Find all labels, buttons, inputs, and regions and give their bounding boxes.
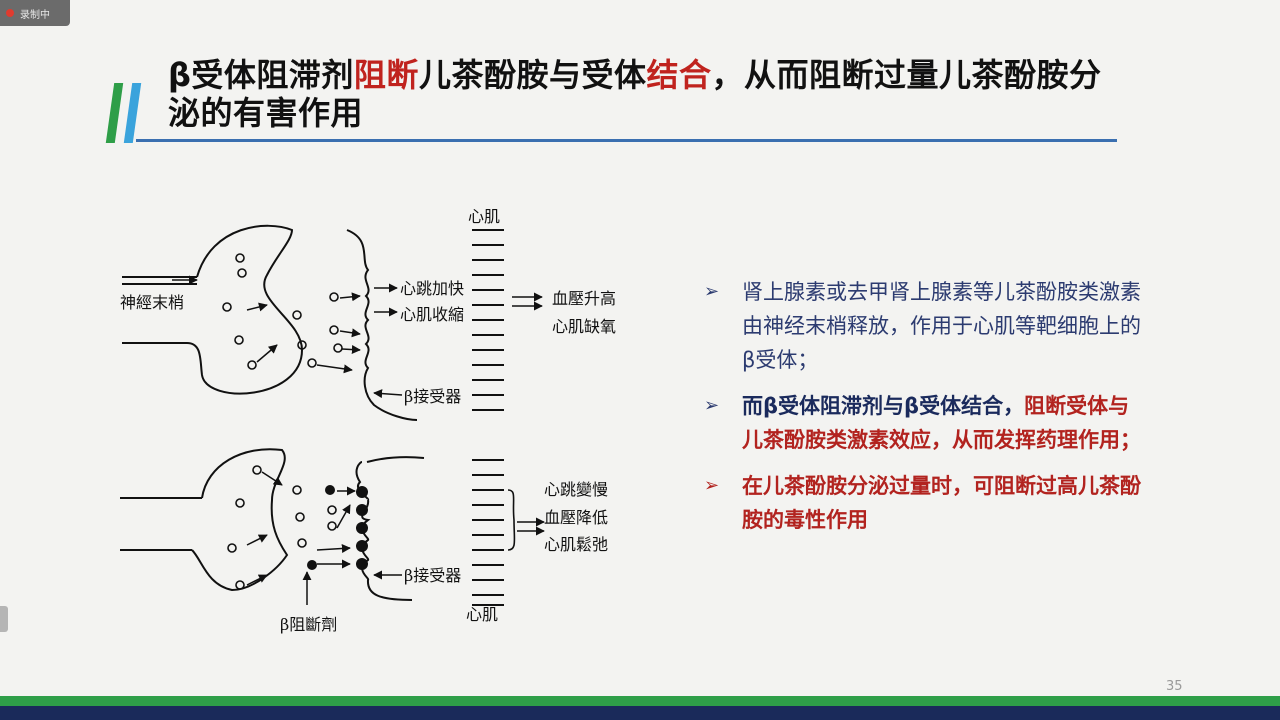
bullet-list: ➢ 肾上腺素或去甲肾上腺素等儿茶酚胺类激素由神经末梢释放，作用于心肌等靶细胞上的… bbox=[704, 275, 1144, 549]
bullet-item: ➢ 肾上腺素或去甲肾上腺素等儿茶酚胺类激素由神经末梢释放，作用于心肌等靶细胞上的… bbox=[704, 275, 1144, 377]
bullet-item: ➢ 而β受体阻滞剂与β受体结合，阻断受体与儿茶酚胺类激素效应，从而发挥药理作用； bbox=[704, 389, 1144, 457]
receptor-label-bottom: β接受器 bbox=[404, 566, 461, 585]
recording-indicator[interactable]: 录制中 bbox=[0, 0, 70, 26]
footer-stripe-green bbox=[0, 696, 1280, 706]
arrow-bullet-icon: ➢ bbox=[704, 281, 720, 302]
bullet-item: ➢ 在儿茶酚胺分泌过量时，可阻断过高儿茶酚胺的毒性作用 bbox=[704, 469, 1144, 537]
effect-heart-rate-up: 心跳加快 bbox=[400, 279, 464, 298]
heart-muscle-label-bottom: 心肌 bbox=[466, 605, 498, 624]
synapse-diagram: 神經末梢 心肌 心跳加快 心肌收縮 血壓升高 心肌缺氧 β接受器 bbox=[120, 207, 616, 634]
side-panel-handle[interactable] bbox=[0, 606, 8, 632]
result-hypoxia: 心肌缺氧 bbox=[552, 317, 616, 336]
bullet-text: 肾上腺素或去甲肾上腺素等儿茶酚胺类激素由神经末梢释放，作用于心肌等靶细胞上的β受… bbox=[742, 280, 1141, 372]
bullet-text: 而β受体阻滞剂与β受体结合，阻断受体与儿茶酚胺类激素效应，从而发挥药理作用； bbox=[742, 389, 1144, 457]
bullet-text-red: 阻断受体与儿茶酚胺类激素效应，从而发挥药理作用； bbox=[742, 394, 1141, 452]
heart-muscle-label-top: 心肌 bbox=[468, 207, 500, 226]
bullet-text: 在儿茶酚胺分泌过量时，可阻断过高儿茶酚胺的毒性作用 bbox=[742, 474, 1141, 532]
record-dot-icon bbox=[6, 9, 14, 17]
receptor-label-top: β接受器 bbox=[404, 387, 461, 406]
slide-title: β受体阻滞剂阻断儿茶酚胺与受体结合，从而阻断过量儿茶酚胺分泌的有害作用 bbox=[168, 56, 1118, 132]
nerve-ending-label: 神經末梢 bbox=[120, 293, 184, 312]
effect-heart-rate-down: 心跳變慢 bbox=[544, 480, 608, 499]
effect-bp-down: 血壓降低 bbox=[544, 508, 608, 527]
footer-stripe-navy bbox=[0, 706, 1280, 720]
effect-contraction: 心肌收縮 bbox=[400, 305, 464, 324]
title-accent-blue bbox=[123, 83, 142, 143]
title-part: ，从而阻断过量儿茶酚胺分泌的有害作用 bbox=[168, 56, 1102, 132]
recording-label: 录制中 bbox=[20, 9, 50, 21]
bullet-text-blue: 而β受体阻滞剂与β受体结合， bbox=[742, 394, 1025, 418]
page-number: 35 bbox=[1166, 679, 1183, 694]
result-bp-up: 血壓升高 bbox=[552, 289, 616, 308]
beta-blocker-label: β阻斷劑 bbox=[280, 615, 337, 634]
title-part: 儿茶酚胺与受体 bbox=[418, 56, 647, 94]
title-highlight: 阻断 bbox=[353, 56, 419, 94]
title-underline bbox=[136, 139, 1117, 142]
title-part: β受体阻滞剂 bbox=[168, 56, 354, 94]
title-highlight: 结合 bbox=[646, 56, 712, 94]
title-accent-green bbox=[105, 83, 124, 143]
arrow-bullet-icon: ➢ bbox=[704, 395, 720, 416]
arrow-bullet-icon: ➢ bbox=[704, 475, 720, 496]
effect-relax: 心肌鬆弛 bbox=[544, 535, 608, 554]
